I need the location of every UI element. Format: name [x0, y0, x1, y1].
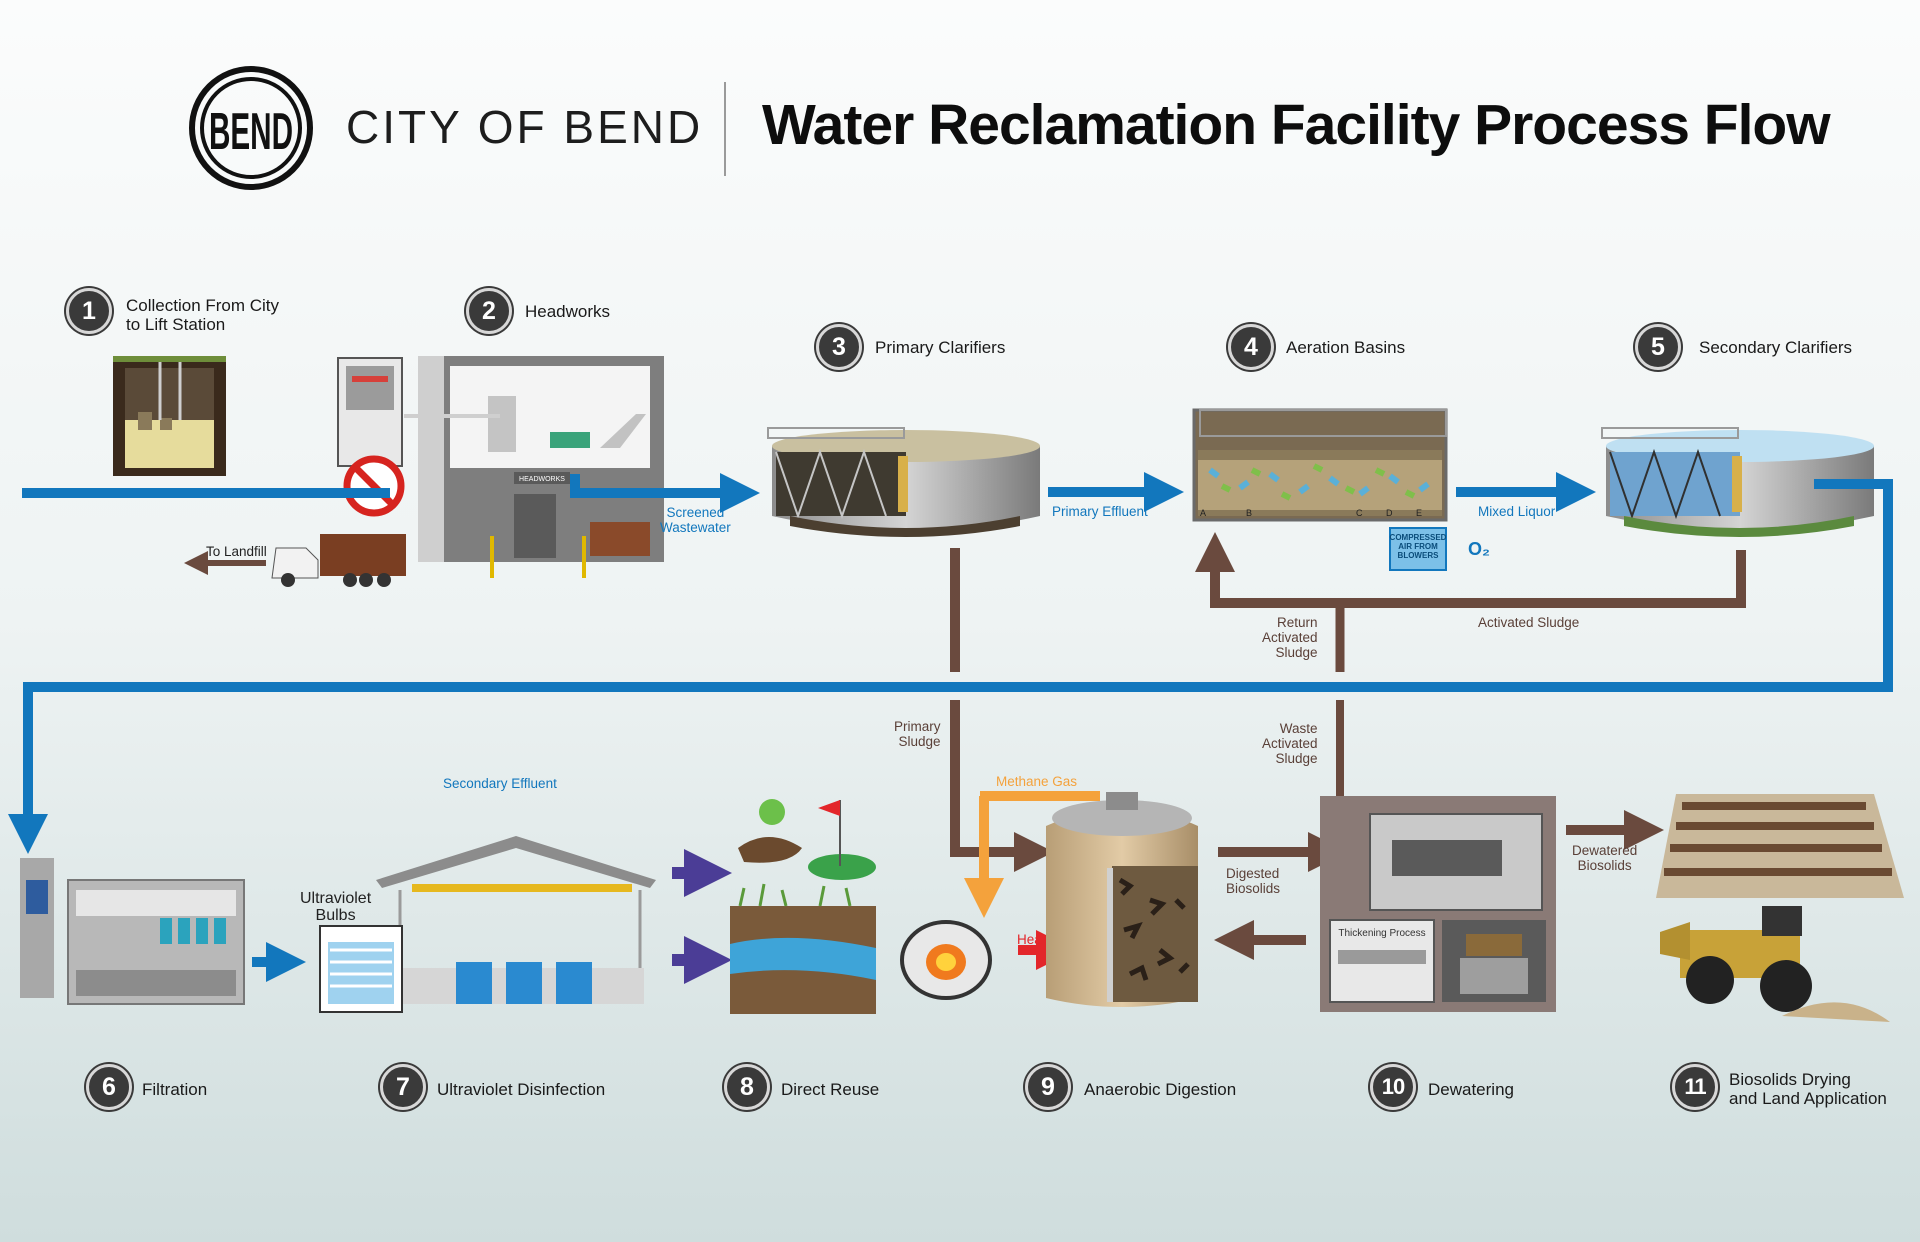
step-9-label: Anaerobic Digestion — [1084, 1080, 1237, 1099]
step-7-badge: 7 — [380, 1064, 426, 1110]
filtration-unit — [20, 858, 245, 1005]
front-loader — [1660, 906, 1890, 1022]
ultraviolet-bulbs-label: Ultraviolet Bulbs — [300, 890, 372, 924]
secondary-clarifier — [1601, 427, 1874, 537]
primary-sludge-flow — [950, 700, 1054, 872]
step-9-badge: 9 — [1025, 1064, 1071, 1110]
screened-wastewater-flow — [570, 473, 760, 513]
city-logo: BEND — [189, 66, 313, 190]
digested-biosolids-label: Digested Biosolids — [1226, 866, 1281, 896]
step-5-label: Secondary Clarifiers — [1699, 338, 1853, 357]
primary-sludge-label: Primary Sludge — [894, 719, 941, 749]
step-7-label: Ultraviolet Disinfection — [437, 1080, 606, 1099]
secondary-effluent-label: Secondary Effluent — [443, 776, 557, 791]
activated-sludge-label: Activated Sludge — [1478, 615, 1580, 630]
step-11-badge: 11 — [1672, 1064, 1718, 1110]
svg-text:E: E — [1416, 508, 1422, 518]
svg-text:D: D — [1386, 508, 1393, 518]
primary-clarifier — [767, 427, 1040, 537]
lift-station-illustration — [113, 356, 226, 476]
landfill-truck — [271, 534, 406, 587]
step-10-badge: 10 — [1370, 1064, 1416, 1110]
logo-text: BEND — [209, 103, 293, 161]
headworks-sign: HEADWORKS — [519, 476, 565, 483]
step-5-badge: 5 — [1635, 324, 1681, 370]
waste-activated-sludge-label: Waste Activated Sludge — [1262, 721, 1318, 766]
step-6-label: Filtration — [142, 1080, 208, 1099]
secondary-effluent-flow — [8, 479, 1893, 854]
step-4-label: Aeration Basins — [1286, 338, 1406, 357]
return-activated-sludge-label: Return Activated Sludge — [1262, 615, 1318, 660]
mixed-liquor-label: Mixed Liquor — [1478, 504, 1556, 519]
brand-name: CITY OF BEND — [346, 101, 704, 153]
step-3-badge: 3 — [816, 324, 862, 370]
svg-text:B: B — [1246, 508, 1252, 518]
headworks-building: HEADWORKS — [337, 356, 664, 578]
basin-zone-labels: A B C D E — [1200, 508, 1422, 518]
dewatering-building — [1320, 796, 1556, 1012]
step-2-label: Headworks — [525, 302, 611, 321]
o2-label: O₂ — [1468, 539, 1490, 559]
aeration-basin — [1192, 408, 1448, 571]
methane-gas-label: Methane Gas — [996, 774, 1078, 789]
step-1-badge: 1 — [66, 288, 112, 334]
biosolids-drying-beds — [1656, 794, 1904, 898]
heat-label: Heat — [1017, 932, 1046, 947]
svg-text:C: C — [1356, 508, 1363, 518]
step-4-badge: 4 — [1228, 324, 1274, 370]
svg-text:A: A — [1200, 508, 1206, 518]
header-divider — [724, 82, 726, 176]
screened-wastewater-label: Screened Wastewater — [660, 505, 731, 535]
step-11-label: Biosolids Drying and Land Application — [1729, 1070, 1887, 1108]
primary-effluent-label: Primary Effluent — [1052, 504, 1148, 519]
to-landfill-label: To Landfill — [206, 544, 267, 559]
direct-reuse-illustration — [730, 799, 876, 1014]
boiler — [900, 920, 992, 1000]
step-8-badge: 8 — [724, 1064, 770, 1110]
uv-disinfection-building — [319, 836, 656, 1013]
step-8-label: Direct Reuse — [781, 1080, 880, 1099]
thickening-process-label: Thickening Process — [1338, 928, 1425, 939]
anaerobic-digester-tank — [1046, 792, 1198, 1007]
step-1-label: Collection From City to Lift Station — [126, 296, 280, 334]
step-3-label: Primary Clarifiers — [875, 338, 1006, 357]
dewatered-biosolids-label: Dewatered Biosolids — [1572, 843, 1638, 873]
step-10-label: Dewatering — [1428, 1080, 1514, 1099]
return-activated-sludge-flow — [1195, 532, 1746, 608]
step-2-badge: 2 — [466, 288, 512, 334]
page-title: Water Reclamation Facility Process Flow — [762, 93, 1831, 157]
step-6-badge: 6 — [86, 1064, 132, 1110]
